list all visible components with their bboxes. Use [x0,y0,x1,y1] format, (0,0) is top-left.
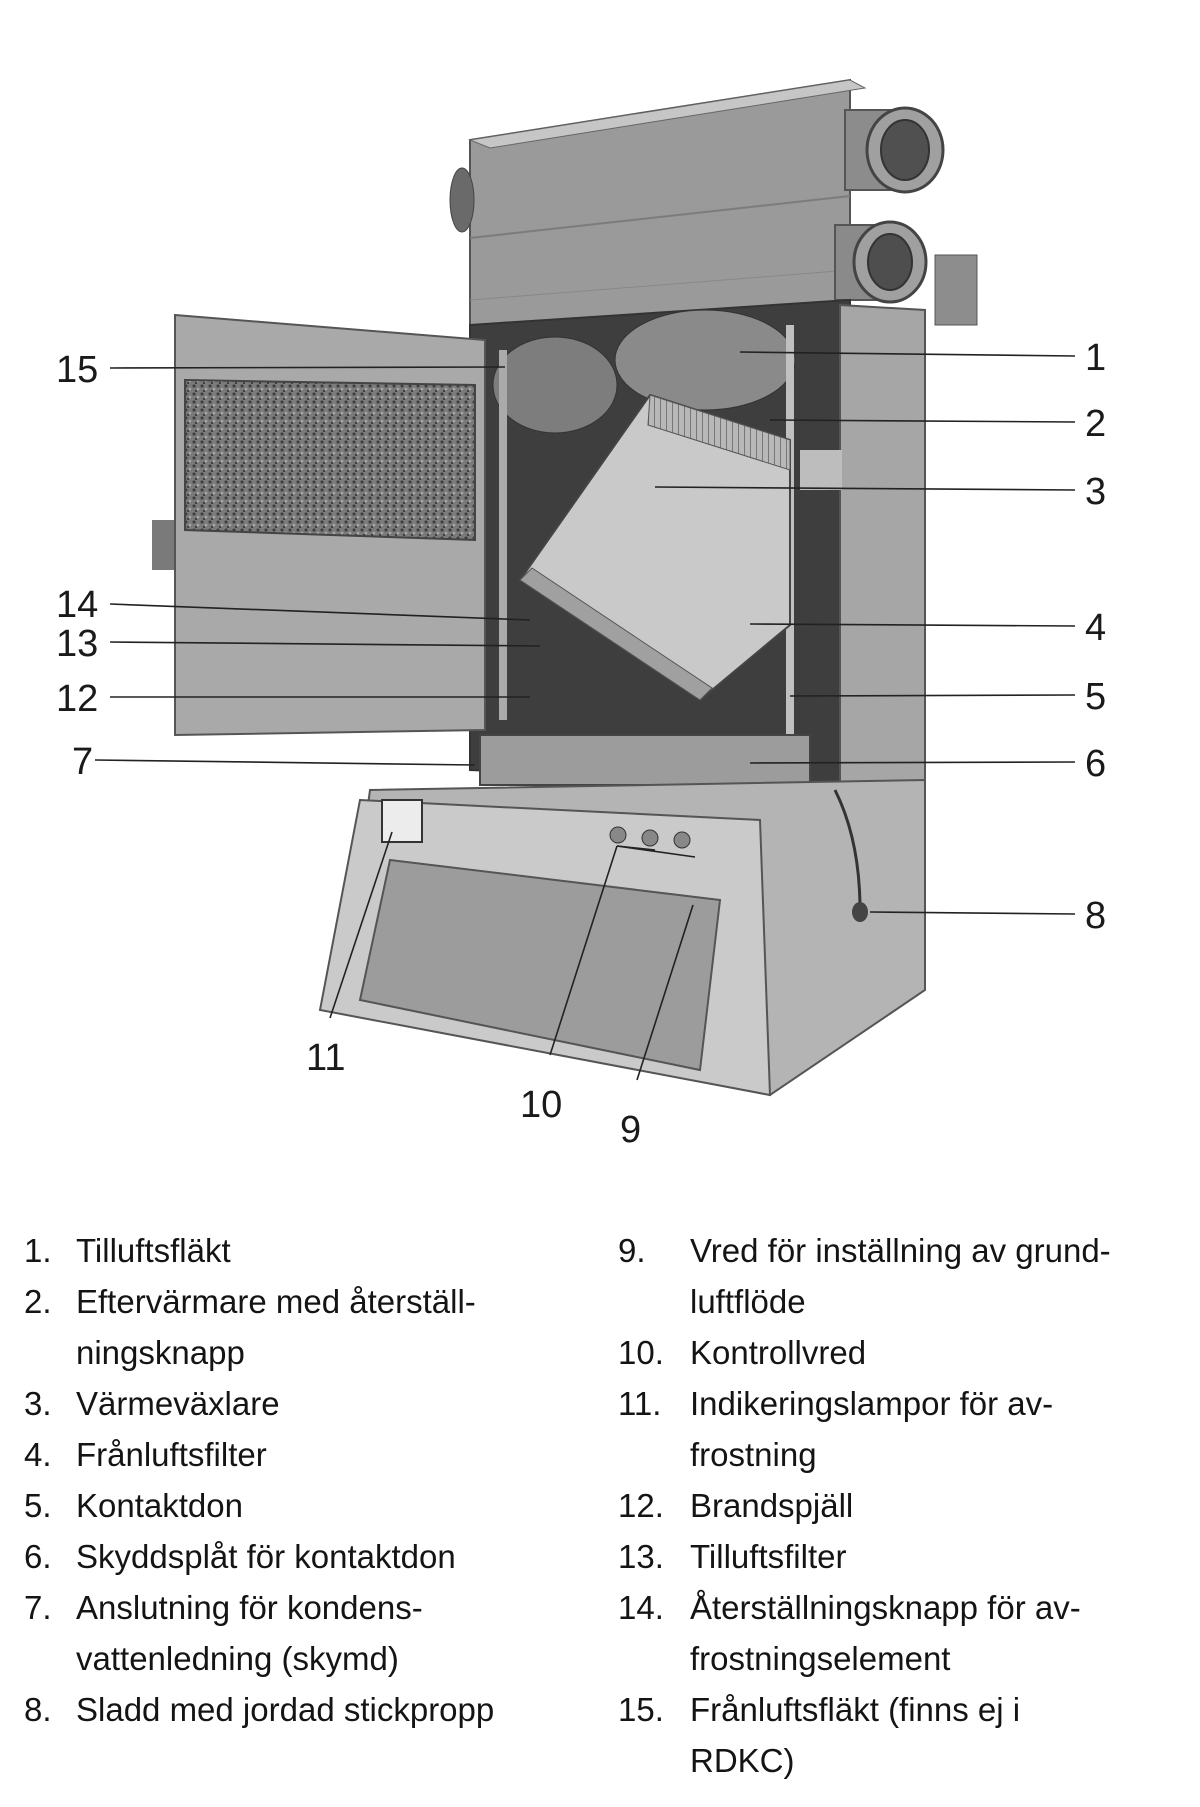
legend-text: Tilluftsfläkt [76,1232,231,1269]
legend-text: Vred för inställning av grund- luftflöde [690,1232,1111,1320]
legend-number: 14. [618,1589,664,1626]
legend-number: 3. [24,1385,52,1422]
duct-connector-upper [844,106,945,194]
callout-2: 2 [1085,403,1106,445]
legend-number: 6. [24,1538,52,1575]
legend-text: Kontaktdon [76,1487,243,1524]
callout-7: 7 [72,741,93,783]
connector-guard-plate [479,734,811,786]
legend-text: Anslutning för kondens- vattenledning (s… [76,1589,423,1677]
legend-number: 1. [24,1232,52,1269]
legend-item: 13. Tilluftsfilter [618,1531,1188,1582]
legend-number: 12. [618,1487,664,1524]
base-stand [318,778,926,1097]
legend-item: 14. Återställningsknapp för av- frostning… [618,1582,1188,1684]
callout-6: 6 [1085,743,1106,785]
legend-item: 6. Skyddsplåt för kontaktdon [24,1531,624,1582]
legend-item: 7. Anslutning för kondens- vattenledning … [24,1582,624,1684]
callout-11: 11 [306,1037,345,1079]
legend-text: Återställningsknapp för av- frostningsel… [690,1589,1081,1677]
legend-item: 3. Värmeväxlare [24,1378,624,1429]
legend-number: 13. [618,1538,664,1575]
legend-item: 4. Frånluftsfilter [24,1429,624,1480]
fan-housings [492,309,796,434]
legend-item: 15. Frånluftsfläkt (finns ej i RDKC) [618,1684,1188,1786]
legend-item: 1. Tilluftsfläkt [24,1225,624,1276]
legend-item: 12. Brandspjäll [618,1480,1188,1531]
callout-5: 5 [1085,676,1106,718]
legend-text: Frånluftsfilter [76,1436,267,1473]
legend-number: 15. [618,1691,664,1728]
legend-number: 4. [24,1436,52,1473]
legend-item: 11. Indikeringslampor för av- frostning [618,1378,1188,1480]
callout-10: 10 [520,1084,562,1126]
legend-text: Tilluftsfilter [690,1538,847,1575]
legend-text: Eftervärmare med återställ- ningsknapp [76,1283,476,1371]
side-bracket [934,254,978,326]
callout-labels: 1 2 3 4 5 6 8 15 14 13 12 7 11 10 9 [56,337,1106,1151]
callout-3: 3 [1085,471,1106,513]
heat-exchanger-fins [647,394,791,471]
legend-number: 9. [618,1232,646,1269]
legend-text: Sladd med jordad stickpropp [76,1691,495,1728]
legend-item: 8. Sladd med jordad stickpropp [24,1684,624,1735]
legend-text: Brandspjäll [690,1487,854,1524]
legend-number: 8. [24,1691,52,1728]
callout-15: 15 [56,349,98,391]
legend-left-column: 1. Tilluftsfläkt 2. Eftervärmare med åters… [24,1225,624,1735]
legend-item: 5. Kontaktdon [24,1480,624,1531]
callout-4: 4 [1085,607,1106,649]
duct-connector-lower [834,220,928,304]
legend-item: 10. Kontrollvred [618,1327,1188,1378]
legend-number: 5. [24,1487,52,1524]
legend-text: Frånluftsfläkt (finns ej i RDKC) [690,1691,1021,1779]
legend-item: 2. Eftervärmare med återställ- ningsknapp [24,1276,624,1378]
open-door [152,313,486,737]
callout-9: 9 [620,1109,641,1151]
legend-number: 7. [24,1589,52,1626]
legend-text: Kontrollvred [690,1334,867,1371]
legend-number: 11. [618,1385,662,1422]
callout-1: 1 [1085,337,1106,379]
legend-right-column: 9. Vred för inställning av grund- luftflö… [618,1225,1188,1786]
legend-text: Värmeväxlare [76,1385,280,1422]
legend-text: Indikeringslampor för av- frostning [690,1385,1054,1473]
callout-8: 8 [1085,895,1106,937]
callout-14: 14 [56,584,98,626]
callout-12: 12 [56,678,98,720]
top-duct-box [449,78,867,337]
legend-item: 9. Vred för inställning av grund- luftflö… [618,1225,1188,1327]
callout-13: 13 [56,623,98,665]
legend-text: Skyddsplåt för kontaktdon [76,1538,456,1575]
leader-lines [94,351,1076,1081]
legend-number: 2. [24,1283,52,1320]
legend-number: 10. [618,1334,664,1371]
ventilation-unit-diagram: 1 2 3 4 5 6 8 15 14 13 12 7 11 10 9 [56,78,1106,1151]
